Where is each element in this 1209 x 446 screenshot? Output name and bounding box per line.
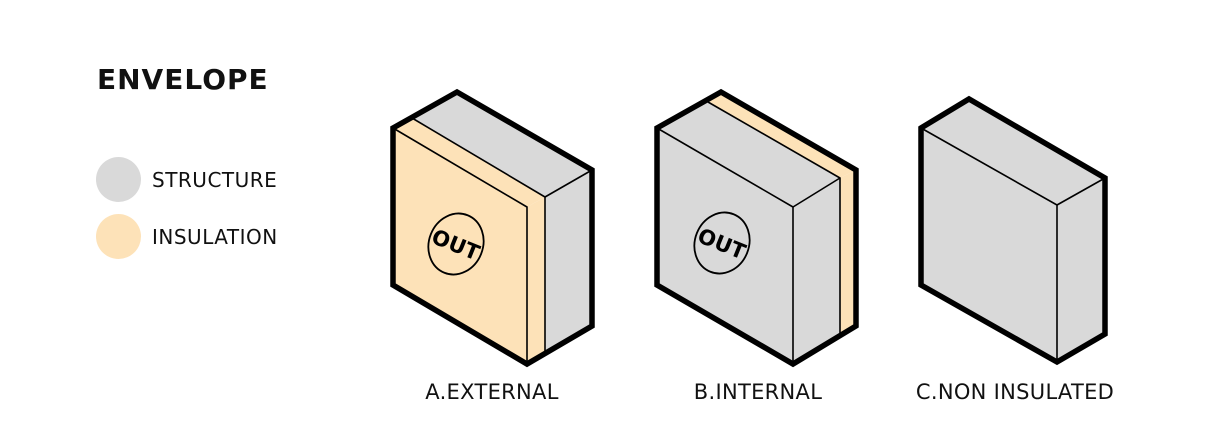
legend-label-insulation: INSULATION (152, 225, 278, 249)
box-external-insulation-side (527, 197, 545, 364)
box-internal: OUT (654, 88, 859, 368)
box-non-insulated-side (1057, 178, 1105, 362)
box-external: OUT (390, 88, 595, 368)
box-internal-top (657, 102, 840, 207)
box-internal-front (657, 128, 793, 364)
box-external-front (393, 128, 527, 364)
legend-label-structure: STRUCTURE (152, 168, 278, 192)
structure-swatch (96, 157, 141, 202)
insulation-swatch (96, 214, 141, 259)
box-non-insulated-top (921, 99, 1105, 205)
diagram-title: ENVELOPE (97, 63, 269, 96)
label-non-insulated: C.NON INSULATED (915, 380, 1115, 404)
out-badge-internal-ring (693, 211, 751, 275)
box-internal-insulation-side (840, 170, 856, 334)
box-external-side (545, 170, 592, 354)
box-internal-insulation-top (708, 92, 856, 178)
out-badge-external-ring (427, 212, 485, 276)
box-external-insulation-top (393, 118, 545, 207)
label-external: A.EXTERNAL (425, 380, 559, 404)
box-external-top (412, 92, 592, 197)
box-non-insulated (918, 95, 1108, 366)
box-internal-side (793, 178, 840, 364)
label-internal: B.INTERNAL (693, 380, 823, 404)
